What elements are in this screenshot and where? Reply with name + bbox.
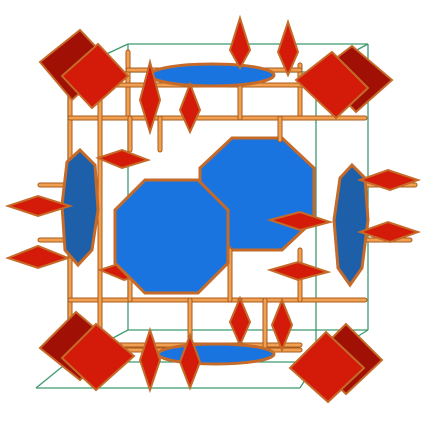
octagon-face-front [113,178,230,295]
front-faces [4,14,422,404]
octagon-face-right [332,162,370,288]
octagon-face-left [60,147,100,268]
square-face-flat [5,244,71,270]
square-face-flat [4,194,74,218]
square-face-edge-on [138,58,162,136]
square-face-edge-on [178,81,202,135]
square-face-edge-on [228,14,252,71]
square-face-flat [266,260,332,282]
corner-square-face [288,330,366,404]
square-face-flat [95,148,152,170]
octagon-face-top [148,62,276,88]
square-face-edge-on [138,326,162,394]
square-face-edge-on [228,295,252,348]
square-face-edge-on [270,297,294,353]
octagon-face-bottom [156,342,276,366]
square-face-edge-on [178,332,202,391]
corner-square-face [60,42,130,110]
corner-square-face [60,322,136,392]
square-face-flat [266,210,334,232]
square-face-flat [356,220,422,244]
square-face-edge-on [276,18,300,78]
square-face-flat [356,168,422,192]
corner-square-face [294,50,370,120]
